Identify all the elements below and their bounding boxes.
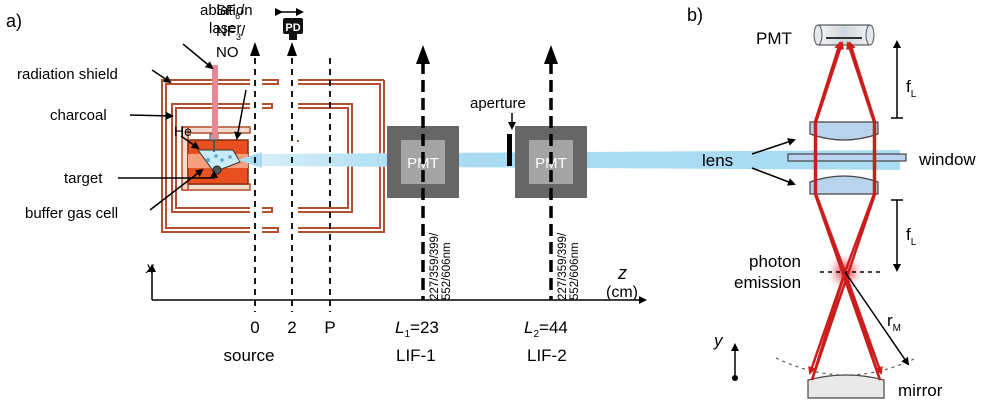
lens-pointers xyxy=(751,138,796,186)
y-axis-origin xyxy=(732,375,738,381)
no-label: NO xyxy=(216,44,239,61)
source-label: source xyxy=(223,346,274,365)
tick-2: 2 xyxy=(287,318,296,337)
focal-arrows xyxy=(891,40,903,272)
x-axis-label: x xyxy=(145,260,155,277)
fl-top-label: fL xyxy=(906,77,917,100)
rm-r: r xyxy=(887,311,893,330)
svg-text:SF6/: SF6/ xyxy=(216,2,245,21)
z-axis-unit: (cm) xyxy=(606,284,638,301)
lif-arrowheads xyxy=(416,45,558,64)
tick-0: 0 xyxy=(250,318,259,337)
z-axis-label: z xyxy=(617,263,627,283)
lif2-label: LIF-2 xyxy=(527,346,567,365)
mirror xyxy=(807,374,885,399)
gas-species: SF6/ NF3/ NO xyxy=(216,2,246,61)
fl-bottom-sub: L xyxy=(911,237,917,248)
charcoal-label: charcoal xyxy=(50,107,107,124)
mirror-label: mirror xyxy=(898,381,943,400)
he-label: He xyxy=(174,123,192,139)
window-plate xyxy=(787,153,907,162)
tick-p: P xyxy=(324,318,335,337)
wavelength-text: 227/359/399/ xyxy=(557,232,569,300)
aperture xyxy=(507,134,512,166)
slash: / xyxy=(240,2,245,19)
mirror-curve xyxy=(775,357,917,376)
wavelength-text: 227/359/399/ xyxy=(429,232,441,300)
wavelength-text: 552/606nm xyxy=(441,242,453,300)
svg-text:NF3/: NF3/ xyxy=(216,23,246,42)
y-axis-label: y xyxy=(713,331,724,350)
l2-value: =44 xyxy=(539,318,568,337)
pmt-tube xyxy=(813,24,875,46)
fl-top-sub: L xyxy=(911,89,917,100)
wavelengths-1: 227/359/399/ 552/606nm xyxy=(429,232,453,300)
lens-lower xyxy=(809,175,879,195)
slash: / xyxy=(241,23,246,40)
l2-label: L2=44 xyxy=(524,318,568,340)
pmt-2: PMT xyxy=(515,126,587,198)
panel-a: a) xyxy=(6,2,900,365)
pd-detector: PD xyxy=(275,8,304,40)
wavelengths-2: 227/359/399/ 552/606nm xyxy=(557,232,581,300)
position-lines xyxy=(254,58,331,312)
ray-paths xyxy=(808,41,883,381)
panel-b-tag: b) xyxy=(687,5,703,25)
l1-value: =23 xyxy=(410,318,439,337)
emission-label: emission xyxy=(734,273,801,292)
sf6-sub: 6 xyxy=(235,11,240,21)
fl-top-f: f xyxy=(906,77,911,96)
rm-arrow xyxy=(844,271,910,366)
buffer-gas-cell xyxy=(187,133,249,185)
pmt-label: PMT xyxy=(756,29,792,48)
lif1-label: LIF-1 xyxy=(396,346,436,365)
position-arrowheads xyxy=(250,42,297,56)
l1-sub: 1 xyxy=(404,329,410,340)
ablation-laser-beam xyxy=(212,65,218,139)
rm-label: rM xyxy=(887,311,901,334)
lens-upper xyxy=(809,121,879,141)
ablation-label-2: laser xyxy=(209,20,242,37)
lif-lines xyxy=(421,62,553,300)
panel-b: b) xyxy=(687,5,976,400)
l2-letter: L xyxy=(524,318,533,337)
rm-sub: M xyxy=(893,323,901,334)
panel-a-tag: a) xyxy=(6,11,22,31)
photon-label: photon xyxy=(749,252,801,271)
nf3-label: NF xyxy=(216,23,236,40)
target-label: target xyxy=(64,170,103,187)
annotation-arrows xyxy=(118,43,516,211)
beam-nozzle xyxy=(238,152,262,168)
axes-a xyxy=(148,264,647,304)
buffer-gas-cell-label: buffer gas cell xyxy=(25,205,118,222)
radiation-shield-label: radiation shield xyxy=(17,66,118,83)
window-label: window xyxy=(918,150,976,169)
ablation-label-1: ablation xyxy=(200,2,253,19)
pd-label: PD xyxy=(285,22,300,34)
nf3-sub: 3 xyxy=(236,32,241,42)
sf6-label: SF xyxy=(216,2,235,19)
l1-label: L1=23 xyxy=(395,318,439,340)
wavelength-text: 552/606nm xyxy=(569,242,581,300)
l1-letter: L xyxy=(395,318,404,337)
fl-bottom-label: fL xyxy=(906,225,917,248)
fl-bottom-f: f xyxy=(906,225,911,244)
lens-label: lens xyxy=(702,151,733,170)
l2-sub: 2 xyxy=(533,329,539,340)
aperture-label: aperture xyxy=(470,95,526,112)
